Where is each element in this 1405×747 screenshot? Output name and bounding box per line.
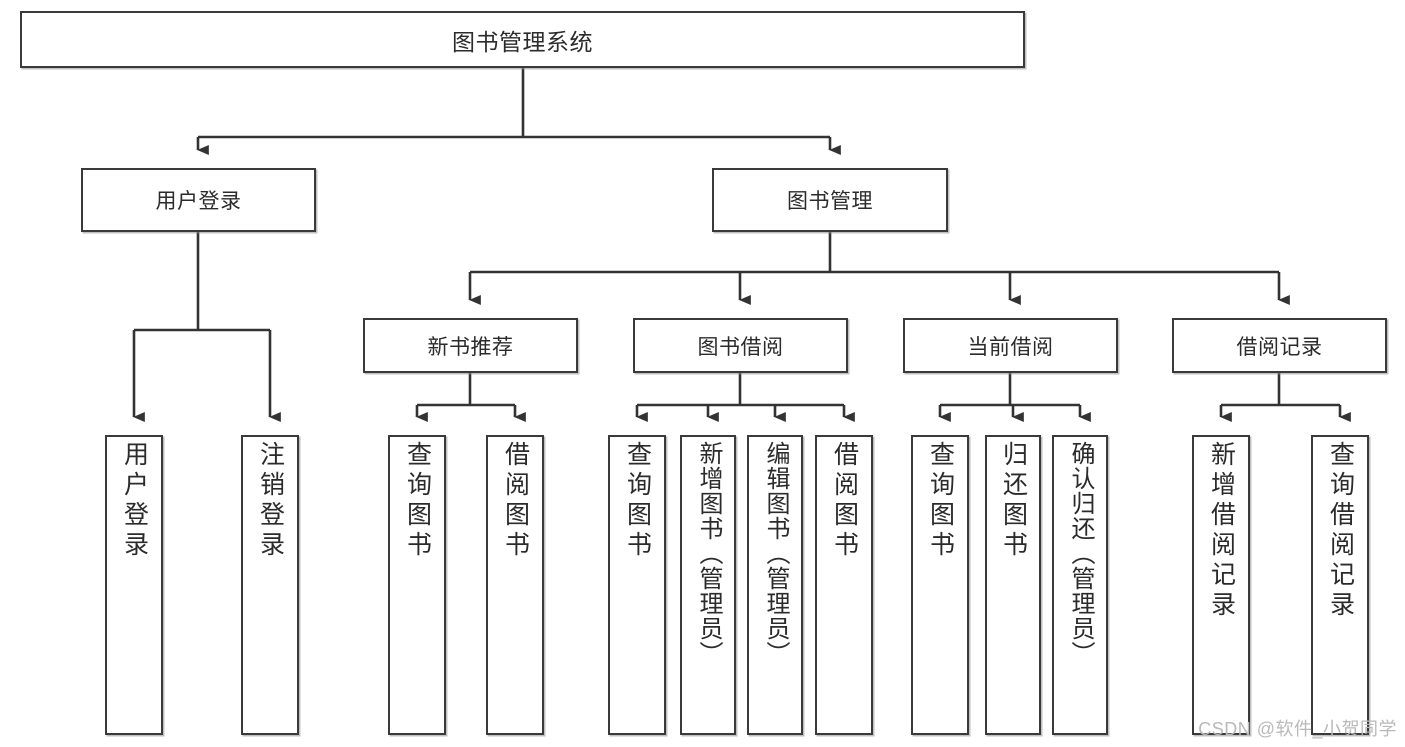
node-borrow-record[interactable]: 借阅记录 <box>1172 318 1387 373</box>
node-label: 图书借阅 <box>697 335 784 359</box>
leaf-label: 注销登录 <box>256 441 285 561</box>
leaf-label: 借阅图书 <box>830 441 859 561</box>
node-root-system[interactable]: 图书管理系统 <box>20 11 1025 68</box>
leaf-label: 查询图书 <box>403 441 432 561</box>
leaf-label: 确认归还（管理员） <box>1067 441 1094 666</box>
leaf-label: 编辑图书（管理员） <box>762 441 789 666</box>
leaf-label: 新增图书（管理员） <box>695 441 722 666</box>
leaf-label: 用户登录 <box>120 441 149 561</box>
leaf-query-book-current[interactable]: 查询图书 <box>911 435 969 735</box>
leaf-label: 新增借阅记录 <box>1207 441 1236 621</box>
node-label: 借阅记录 <box>1236 335 1323 359</box>
node-user-login[interactable]: 用户登录 <box>81 168 316 232</box>
node-new-book-recommend[interactable]: 新书推荐 <box>363 318 578 373</box>
node-book-manage[interactable]: 图书管理 <box>712 168 948 232</box>
node-label: 用户登录 <box>155 190 242 213</box>
leaf-query-borrow-record[interactable]: 查询借阅记录 <box>1311 435 1369 735</box>
leaf-label: 查询借阅记录 <box>1326 441 1355 621</box>
leaf-user-login[interactable]: 用户登录 <box>105 435 163 735</box>
leaf-borrow-book-borrow[interactable]: 借阅图书 <box>815 435 873 735</box>
leaf-logout[interactable]: 注销登录 <box>241 435 299 735</box>
leaf-edit-book-admin[interactable]: 编辑图书（管理员） <box>747 435 803 735</box>
leaf-add-book-admin[interactable]: 新增图书（管理员） <box>680 435 736 735</box>
node-label: 当前借阅 <box>967 335 1054 359</box>
leaf-label: 查询图书 <box>926 441 955 561</box>
node-current-borrow[interactable]: 当前借阅 <box>903 318 1118 373</box>
leaf-confirm-return-admin[interactable]: 确认归还（管理员） <box>1052 435 1108 735</box>
node-label: 图书管理系统 <box>452 28 593 55</box>
leaf-label: 查询图书 <box>623 441 652 561</box>
leaf-query-book-newbook[interactable]: 查询图书 <box>388 435 446 735</box>
leaf-label: 归还图书 <box>999 441 1028 561</box>
leaf-label: 借阅图书 <box>501 441 530 561</box>
leaf-add-borrow-record[interactable]: 新增借阅记录 <box>1192 435 1250 735</box>
node-label: 新书推荐 <box>427 335 514 359</box>
leaf-query-book-borrow[interactable]: 查询图书 <box>608 435 666 735</box>
watermark: CSDN @软件_小贺同学 <box>1198 719 1397 739</box>
leaf-return-book[interactable]: 归还图书 <box>985 435 1041 735</box>
node-book-borrow[interactable]: 图书借阅 <box>633 318 848 373</box>
node-label: 图书管理 <box>787 190 873 213</box>
leaf-borrow-book-newbook[interactable]: 借阅图书 <box>486 435 544 735</box>
